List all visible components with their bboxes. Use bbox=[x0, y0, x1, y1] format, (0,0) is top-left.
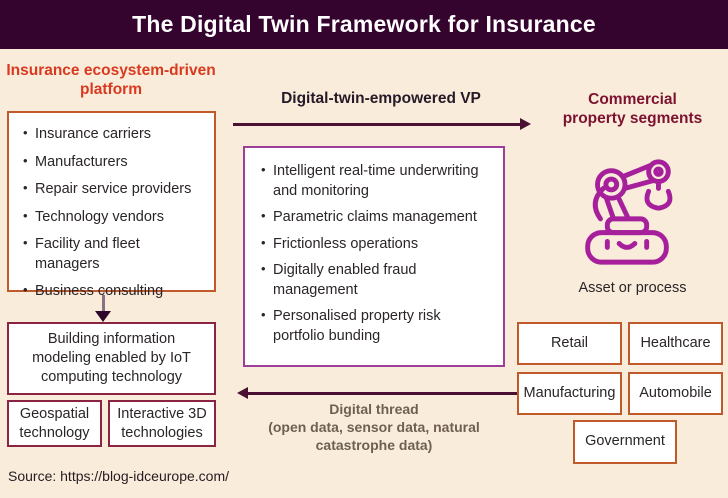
list-item: Repair service providers bbox=[22, 179, 206, 200]
segment-manufacturing: Manufacturing bbox=[517, 372, 622, 415]
segment-label: Automobile bbox=[639, 384, 712, 401]
left-column-heading: Insurance ecosystem-driven platform bbox=[6, 62, 216, 99]
list-item: Technology vendors bbox=[22, 207, 206, 228]
geospatial-box: Geospatial technology bbox=[7, 400, 102, 447]
segment-label: Manufacturing bbox=[523, 384, 616, 401]
header-bar: The Digital Twin Framework for Insurance bbox=[0, 0, 728, 49]
segment-label: Healthcare bbox=[640, 334, 711, 351]
digital-thread-caption: Digital thread (open data, sensor data, … bbox=[250, 400, 498, 455]
ecosystem-list: Insurance carriers Manufacturers Repair … bbox=[22, 124, 206, 302]
vp-list: Intelligent real-time underwriting and m… bbox=[260, 161, 495, 347]
bim-box-label: Building information modeling enabled by… bbox=[32, 330, 191, 386]
arrow-down-icon bbox=[95, 295, 111, 322]
list-item: Intelligent real-time underwriting and m… bbox=[260, 161, 495, 201]
list-item: Digitally enabled fraud management bbox=[260, 260, 495, 300]
arrow-right-icon bbox=[233, 118, 531, 130]
digital-thread-subtitle: (open data, sensor data, natural catastr… bbox=[268, 419, 480, 454]
list-item: Parametric claims management bbox=[260, 207, 495, 228]
segment-automobile: Automobile bbox=[628, 372, 723, 415]
segment-retail: Retail bbox=[517, 322, 622, 365]
ecosystem-box: Insurance carriers Manufacturers Repair … bbox=[7, 111, 216, 299]
segment-healthcare: Healthcare bbox=[628, 322, 723, 365]
digital-thread-title: Digital thread bbox=[329, 401, 419, 417]
list-item: Frictionless operations bbox=[260, 234, 495, 255]
source-text: Source: https://blog-idceurope.com/ bbox=[8, 468, 230, 484]
arrow-left-icon bbox=[237, 387, 531, 399]
segment-label: Retail bbox=[550, 334, 589, 351]
interactive-3d-box: Interactive 3D technologies bbox=[108, 400, 216, 447]
interactive-3d-box-label: Interactive 3D technologies bbox=[117, 405, 207, 441]
asset-caption: Asset or process bbox=[578, 280, 687, 296]
list-item: Manufacturers bbox=[22, 152, 206, 173]
list-item: Personalised property risk portfolio bun… bbox=[260, 306, 495, 346]
vp-heading: Digital-twin-empowered VP bbox=[281, 90, 481, 107]
robot-arm-icon bbox=[568, 154, 686, 268]
page-title: The Digital Twin Framework for Insurance bbox=[132, 11, 596, 37]
segment-government: Government bbox=[573, 420, 677, 464]
list-item: Facility and fleet managers bbox=[22, 234, 206, 274]
geospatial-box-label: Geospatial technology bbox=[19, 405, 90, 441]
segment-label: Government bbox=[585, 433, 665, 450]
right-column-heading: Commercial property segments bbox=[562, 91, 703, 128]
list-item: Insurance carriers bbox=[22, 124, 206, 145]
vp-box: Intelligent real-time underwriting and m… bbox=[243, 146, 505, 367]
list-item: Business consulting bbox=[22, 281, 206, 302]
bim-box: Building information modeling enabled by… bbox=[7, 322, 216, 395]
